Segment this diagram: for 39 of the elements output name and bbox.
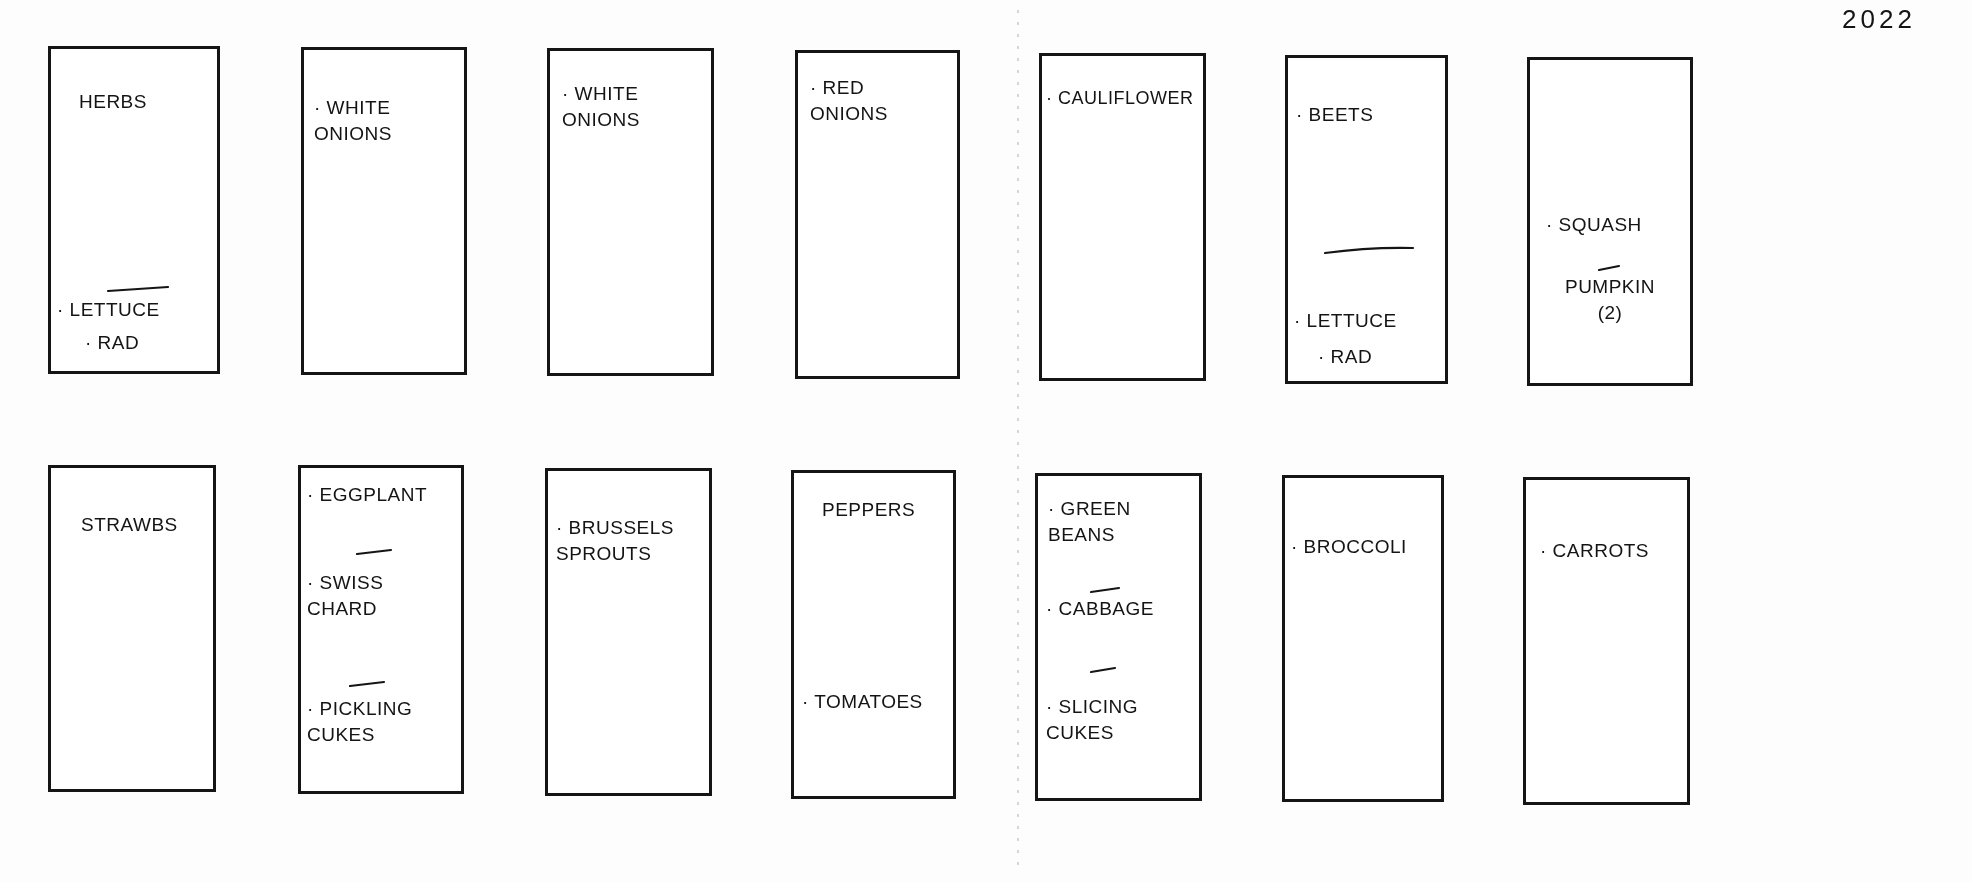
- crop-label: HERBS: [79, 90, 148, 114]
- crop-label: · LETTUCE: [57, 298, 161, 322]
- crop-label: · RAD: [1318, 345, 1374, 369]
- garden-bed: [1282, 475, 1444, 802]
- garden-bed: [48, 465, 216, 792]
- crop-label: · SQUASH: [1546, 213, 1643, 237]
- crop-label: PUMPKIN (2): [1563, 275, 1657, 325]
- garden-bed: [1527, 57, 1693, 386]
- crop-label: · SWISS CHARD: [307, 571, 385, 621]
- crop-label: · CARROTS: [1540, 539, 1650, 563]
- garden-bed: [298, 465, 464, 794]
- crop-label: · LETTUCE: [1294, 309, 1398, 333]
- garden-bed: [301, 47, 467, 375]
- garden-bed: [547, 48, 714, 376]
- garden-bed: [795, 50, 960, 379]
- crop-label: · RAD: [85, 331, 141, 355]
- crop-label: · BEETS: [1296, 103, 1375, 127]
- crop-label: STRAWBS: [81, 513, 179, 537]
- crop-label: · CAULIFLOWER: [1046, 87, 1195, 110]
- garden-bed: [1285, 55, 1448, 384]
- crop-label: · PICKLING CUKES: [307, 697, 414, 747]
- crop-label: · TOMATOES: [802, 690, 924, 714]
- crop-label: · GREEN BEANS: [1048, 497, 1132, 547]
- garden-bed: [48, 46, 220, 374]
- crop-label: · EGGPLANT: [307, 483, 429, 507]
- crop-label: PEPPERS: [822, 498, 917, 522]
- garden-bed: [791, 470, 956, 799]
- garden-bed: [545, 468, 712, 796]
- crop-label: · WHITE ONIONS: [314, 96, 393, 146]
- crop-label: · SLICING CUKES: [1046, 695, 1140, 745]
- garden-bed: [1039, 53, 1206, 381]
- crop-label: · BROCCOLI: [1291, 535, 1408, 559]
- year-label: 2022: [1842, 4, 1916, 35]
- crop-label: · BRUSSELS SPROUTS: [556, 516, 675, 566]
- crop-label: · WHITE ONIONS: [562, 82, 641, 132]
- garden-bed: [1523, 477, 1690, 805]
- crop-label: · CABBAGE: [1046, 597, 1155, 621]
- garden-bed: [1035, 473, 1202, 801]
- crop-label: · RED ONIONS: [810, 76, 889, 126]
